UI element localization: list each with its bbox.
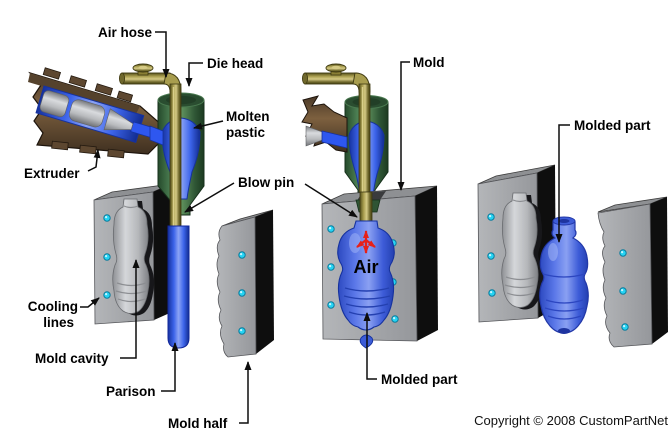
- air-flow-arrows: [356, 230, 376, 254]
- stage-ejection: [477, 164, 668, 348]
- label-mold: Mold: [413, 55, 445, 70]
- mold-cavity-leader: [120, 259, 140, 359]
- mold-half-cavity-open: [477, 164, 556, 323]
- blown-bottle: [337, 220, 395, 349]
- cooling-line-dot: [103, 253, 111, 261]
- cooling-line-dot: [391, 315, 399, 323]
- melt-channel: [149, 125, 164, 146]
- label-mold-half: Mold half: [168, 416, 228, 431]
- cooling-line-dot: [238, 289, 246, 297]
- molten-plastic-leader: [193, 120, 224, 130]
- stage-extrusion: [28, 63, 274, 358]
- die-head-leader: [185, 62, 203, 87]
- label-molded-part-ejected: Molded part: [574, 118, 651, 133]
- label-cooling-lines-line1: Cooling: [28, 299, 78, 314]
- cooling-line-dot: [327, 225, 335, 233]
- cooling-line-dot: [327, 263, 335, 271]
- parison-tube: [167, 225, 190, 349]
- mold-cavity-impression: [501, 192, 544, 311]
- extruder-fins: [42, 67, 134, 159]
- blow-pin-pipe: [169, 83, 182, 231]
- parison-leader: [161, 342, 179, 392]
- cooling-line-dot: [327, 301, 335, 309]
- cooling-line-dot: [238, 327, 246, 335]
- label-mold-cavity: Mold cavity: [35, 351, 109, 366]
- label-molded-part-blowing: Molded part: [381, 372, 458, 387]
- air-label: Air: [353, 257, 378, 277]
- molded-part-blowing-leader: [363, 312, 377, 380]
- mold-leader: [397, 61, 410, 191]
- label-blow-pin: Blow pin: [238, 175, 294, 190]
- blow-pin-leader-left: [184, 182, 235, 213]
- molded-part-ejected-leader: [555, 124, 570, 243]
- cooling-line-dot: [619, 287, 627, 295]
- cooling-line-dot: [619, 249, 627, 257]
- cooling-line-dot: [103, 291, 111, 299]
- cooling-line-dot: [488, 289, 496, 297]
- label-air-hose: Air hose: [98, 25, 153, 40]
- extruder-leader: [87, 149, 101, 172]
- cooling-line-dot: [621, 323, 629, 331]
- cooling-line-dot: [487, 213, 495, 221]
- air-hose-leader: [155, 31, 170, 78]
- leader-lines: [80, 31, 570, 424]
- label-die-head: Die head: [207, 56, 263, 71]
- air-hose-pipe-2: [301, 63, 371, 201]
- labels: Air hose Die head Molten pastic Blow pin…: [24, 25, 668, 431]
- mold-half-cavity: [93, 183, 172, 325]
- label-molten-plastic-line1: Molten: [226, 109, 270, 124]
- mold-half-leader: [239, 361, 252, 424]
- extruder-fragment: [301, 95, 348, 153]
- mold-half-back-open: [597, 196, 668, 348]
- cooling-line-dot: [103, 214, 111, 222]
- label-molten-plastic-line2: pastic: [226, 125, 266, 140]
- cooling-lines-leader: [80, 297, 100, 308]
- blow-pin-leader-right: [304, 183, 358, 218]
- mold-cavity-impression: [112, 198, 155, 317]
- mold-half-back: [216, 209, 274, 358]
- label-parison: Parison: [106, 384, 156, 399]
- copyright-text: Copyright © 2008 CustomPartNet: [474, 413, 668, 428]
- stage-blowing: Air: [301, 63, 438, 349]
- label-extruder: Extruder: [24, 166, 80, 181]
- cooling-line-dot: [487, 252, 495, 260]
- cooling-line-dot: [238, 251, 246, 259]
- label-cooling-lines-line2: lines: [43, 315, 74, 330]
